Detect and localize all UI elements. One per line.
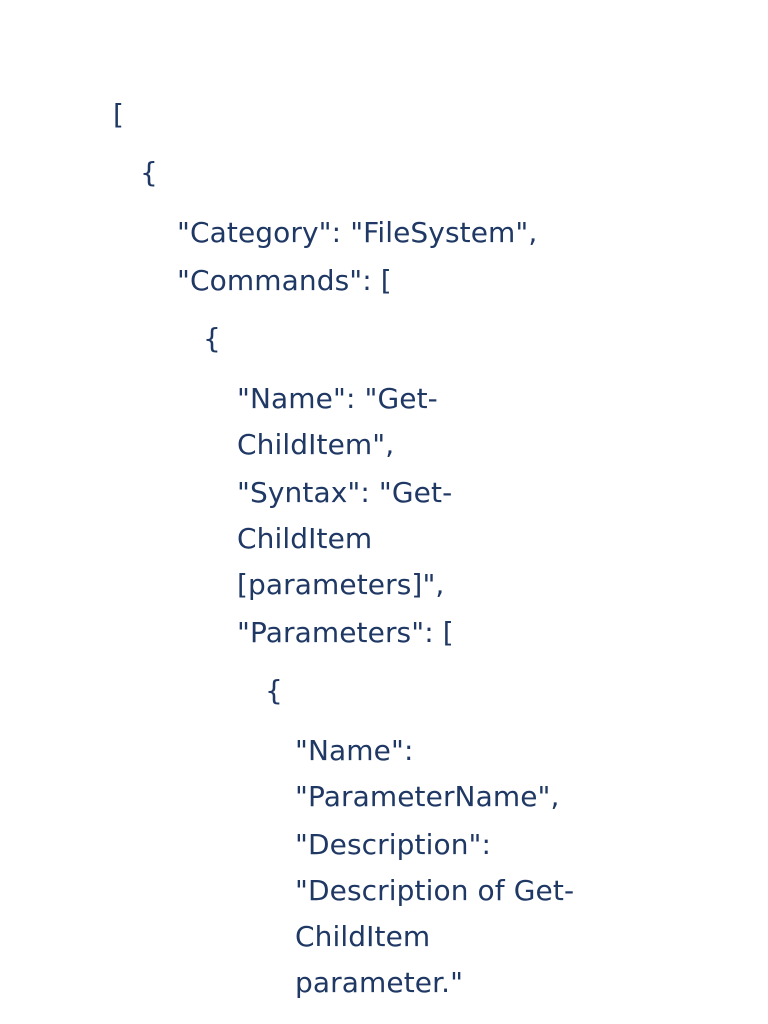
json-line-1-open-object: {: [140, 156, 158, 189]
json-code-block[interactable]: [ { "Category": "FileSystem", "Commands"…: [113, 92, 587, 1008]
json-line-4-open-command-object: {: [203, 322, 221, 355]
json-line-7-parameters: "Parameters": [: [237, 616, 454, 649]
json-line-3-commands: "Commands": [: [177, 264, 392, 297]
json-line-5-command-name: "Name": "Get-ChildItem",: [237, 382, 438, 461]
json-line-8-open-parameter-object: {: [265, 674, 283, 707]
json-line-6-command-syntax: "Syntax": "Get-ChildItem [parameters]",: [237, 476, 453, 601]
json-line-9-parameter-name: "Name": "ParameterName",: [295, 734, 560, 813]
json-line-2-category: "Category": "FileSystem",: [177, 216, 538, 249]
json-line-0-open-array: [: [113, 98, 125, 131]
json-line-10-parameter-description: "Description": "Description of Get-Child…: [295, 828, 575, 999]
